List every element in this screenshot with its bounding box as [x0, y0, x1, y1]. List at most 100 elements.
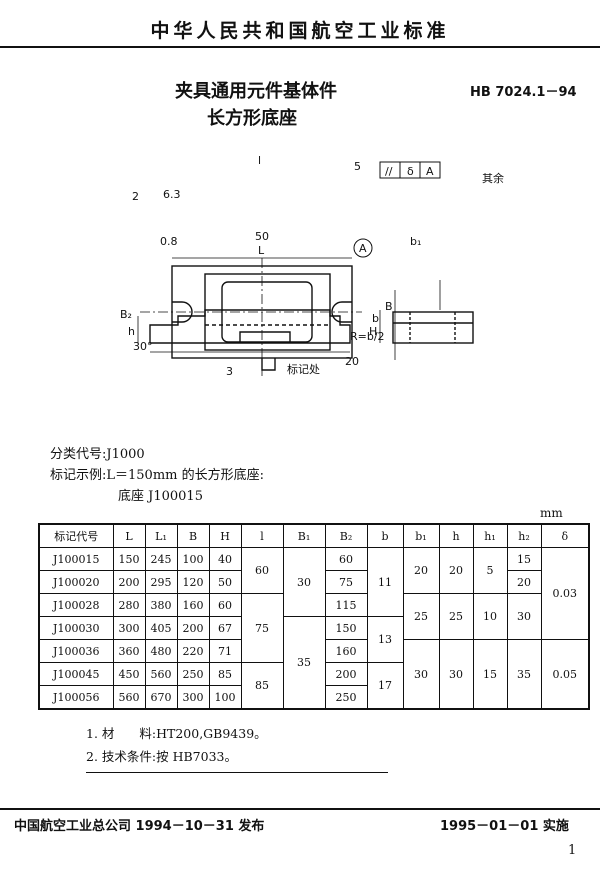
cell: 560 — [144, 662, 178, 686]
tolerance-value: δ — [407, 165, 414, 178]
cell: 71 — [208, 639, 242, 663]
table-row: J100056 560 670 300 100 250 — [38, 685, 589, 710]
col-header: B₂ — [324, 523, 368, 548]
cell: J100056 — [38, 685, 114, 710]
note-tech-conditions: 2. 技术条件:按 HB7033。 — [86, 749, 237, 764]
cell: 300 — [176, 685, 210, 710]
cell: 35 — [282, 616, 326, 710]
cell: 40 — [208, 547, 242, 571]
cell: 30 — [282, 547, 326, 617]
dim-h-label: h — [128, 325, 135, 338]
col-header: L₁ — [144, 523, 178, 548]
cell: 35 — [506, 639, 542, 710]
unit-label: mm — [540, 506, 563, 520]
cell: J100015 — [38, 547, 114, 571]
effective-date: 1995－01－01 实施 — [440, 819, 569, 834]
cell: 150 — [112, 547, 146, 571]
dim-B2-label: B₂ — [120, 308, 132, 321]
dim-R-label: R=b/2 — [350, 330, 385, 343]
col-header: h₁ — [472, 523, 508, 548]
datum-circle-label: A — [359, 242, 367, 255]
cell: 60 — [240, 547, 284, 594]
dim-B-label: B — [385, 300, 393, 313]
dim-50-label: 50 — [255, 230, 269, 243]
cell: 60 — [324, 547, 368, 571]
cell: J100020 — [38, 570, 114, 594]
spec-table: 标记代号 L L₁ B H l B₁ B₂ b b₁ h h₁ h₂ δ J10… — [38, 523, 590, 710]
col-header: l — [240, 523, 284, 548]
cell: J100028 — [38, 593, 114, 617]
col-header: δ — [540, 523, 590, 548]
cell: 30 — [506, 593, 542, 640]
cell: 300 — [112, 616, 146, 640]
dim-20-label: 20 — [345, 355, 359, 368]
cell: 360 — [112, 639, 146, 663]
cell: 0.03 — [540, 547, 590, 640]
cell: 100 — [208, 685, 242, 710]
cell: 295 — [144, 570, 178, 594]
notes-end-rule — [86, 772, 388, 773]
mark-example: 标记示例:L＝150mm 的长方形底座: — [50, 468, 264, 483]
cell: 245 — [144, 547, 178, 571]
cell: 20 — [402, 547, 440, 594]
cell: 160 — [324, 639, 368, 663]
cell: 250 — [176, 662, 210, 686]
doc-subtitle: 长方形底座 — [207, 108, 297, 129]
doc-title: 夹具通用元件基体件 — [175, 81, 337, 102]
cell: 0.05 — [540, 639, 590, 710]
technical-drawing: l L 50 h H 2 5 B B₂ b b₁ 20 3 30° R=b/2 … — [120, 154, 504, 378]
mark-example-value: 底座 J100015 — [118, 489, 203, 504]
roughness-63: 6.3 — [163, 188, 181, 201]
table-header-row: 标记代号 L L₁ B H l B₁ B₂ b b₁ h h₁ h₂ δ — [38, 523, 590, 548]
cell: 160 — [176, 593, 210, 617]
cell: 25 — [402, 593, 440, 640]
cell: 50 — [208, 570, 242, 594]
cell: 150 — [324, 616, 368, 640]
tolerance-datum: A — [426, 165, 434, 178]
cell: 60 — [208, 593, 242, 617]
page-number: 1 — [568, 843, 577, 858]
tolerance-symbol: // — [385, 165, 393, 178]
dim-H-label: H — [369, 325, 377, 338]
roughness-rest: 其余 — [482, 171, 504, 185]
standard-number: HB 7024.1－94 — [470, 85, 577, 100]
col-header: B — [176, 523, 210, 548]
cell: 5 — [472, 547, 508, 594]
table-row: J100036 360 480 220 71 160 30 30 15 35 0… — [38, 639, 590, 710]
cell: 30 — [402, 639, 440, 710]
cell: 250 — [324, 685, 368, 710]
cell: 20 — [438, 547, 474, 594]
cell: 17 — [366, 662, 404, 710]
dim-L-label: L — [258, 244, 265, 257]
mark-location-label: 标记处 — [287, 362, 320, 376]
cell: 280 — [112, 593, 146, 617]
table-row: J100045 450 560 250 85 85 200 17 — [38, 662, 589, 710]
cell: 30 — [438, 639, 474, 710]
cell: 200 — [324, 662, 368, 686]
cell: 85 — [208, 662, 242, 686]
dim-l-label: l — [258, 154, 261, 167]
dim-3-label: 3 — [226, 365, 233, 378]
dim-5-label: 5 — [354, 160, 361, 173]
issued-by: 中国航空工业总公司 1994－10－31 发布 — [14, 819, 265, 834]
cell: 670 — [144, 685, 178, 710]
table-row: J100028 280 380 160 60 75 115 25 25 10 3… — [38, 593, 589, 663]
cell: 220 — [176, 639, 210, 663]
cell: 200 — [176, 616, 210, 640]
class-code: 分类代号:J1000 — [50, 447, 145, 462]
dim-b-label: b — [372, 312, 379, 325]
dim-2-label: 2 — [132, 190, 139, 203]
cell: 15 — [472, 639, 508, 710]
cell: 25 — [438, 593, 474, 640]
cell: 450 — [112, 662, 146, 686]
cell: 115 — [324, 593, 368, 617]
cell: 67 — [208, 616, 242, 640]
cell: 20 — [506, 570, 542, 594]
standard-header: 中华人民共和国航空工业标准 — [150, 20, 450, 42]
cell: J100036 — [38, 639, 114, 663]
table-row: J100030 300 405 200 67 35 150 13 — [38, 616, 589, 710]
dim-30deg-label: 30° — [133, 340, 153, 353]
col-header: H — [208, 523, 242, 548]
cell: 85 — [240, 662, 284, 710]
cell: 200 — [112, 570, 146, 594]
